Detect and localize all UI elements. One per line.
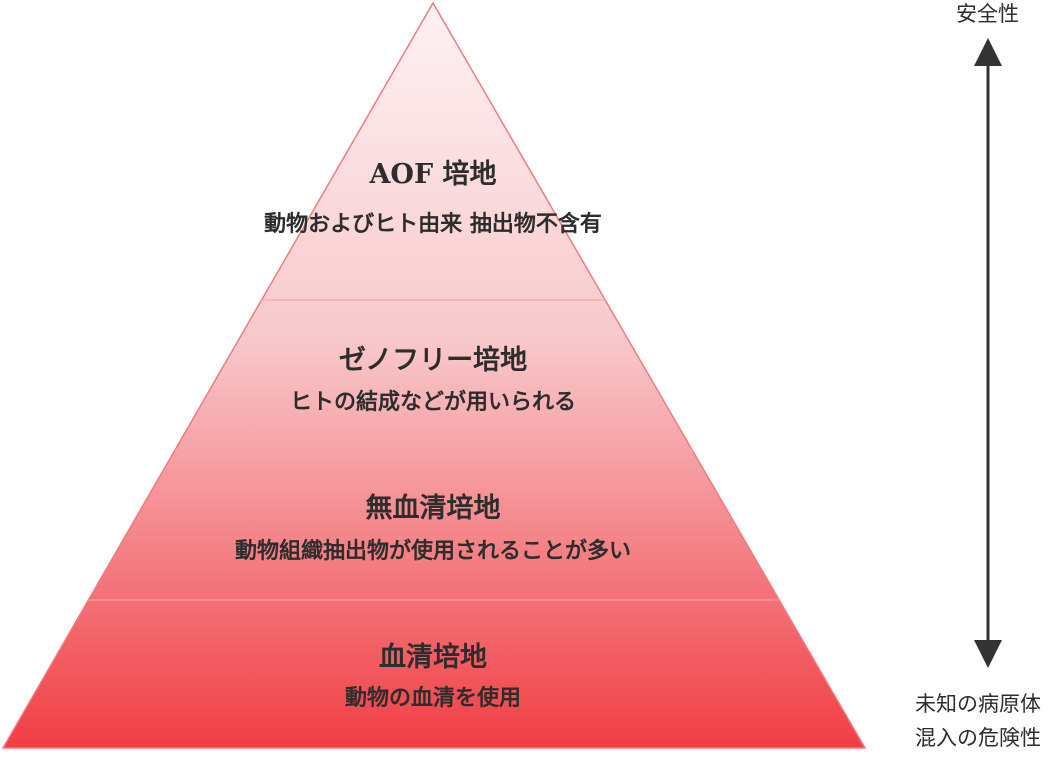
axis-label-risk-line2: 混入の危険性 — [915, 726, 1041, 750]
axis-label-safety: 安全性 — [956, 2, 1019, 26]
pyramid-shape — [1, 1, 867, 749]
tier-subtitle-aof: 動物およびヒト由来 抽出物不含有 — [264, 211, 602, 237]
tier-title-xeno-free: ゼノフリー培地 — [338, 345, 528, 376]
tier-title-aof: AOF 培地 — [369, 159, 497, 190]
tier-title-serum: 血清培地 — [379, 642, 487, 673]
axis-label-risk-line1: 未知の病原体 — [915, 692, 1041, 716]
tier-subtitle-serum-free: 動物組織抽出物が使用されることが多い — [234, 538, 632, 564]
arrow-down-icon — [974, 640, 1002, 668]
arrow-up-icon — [974, 38, 1002, 66]
tier-subtitle-serum: 動物の血清を使用 — [344, 685, 522, 711]
tier-subtitle-xeno-free: ヒトの結成などが用いられる — [289, 389, 577, 415]
tier-title-serum-free: 無血清培地 — [365, 493, 501, 524]
